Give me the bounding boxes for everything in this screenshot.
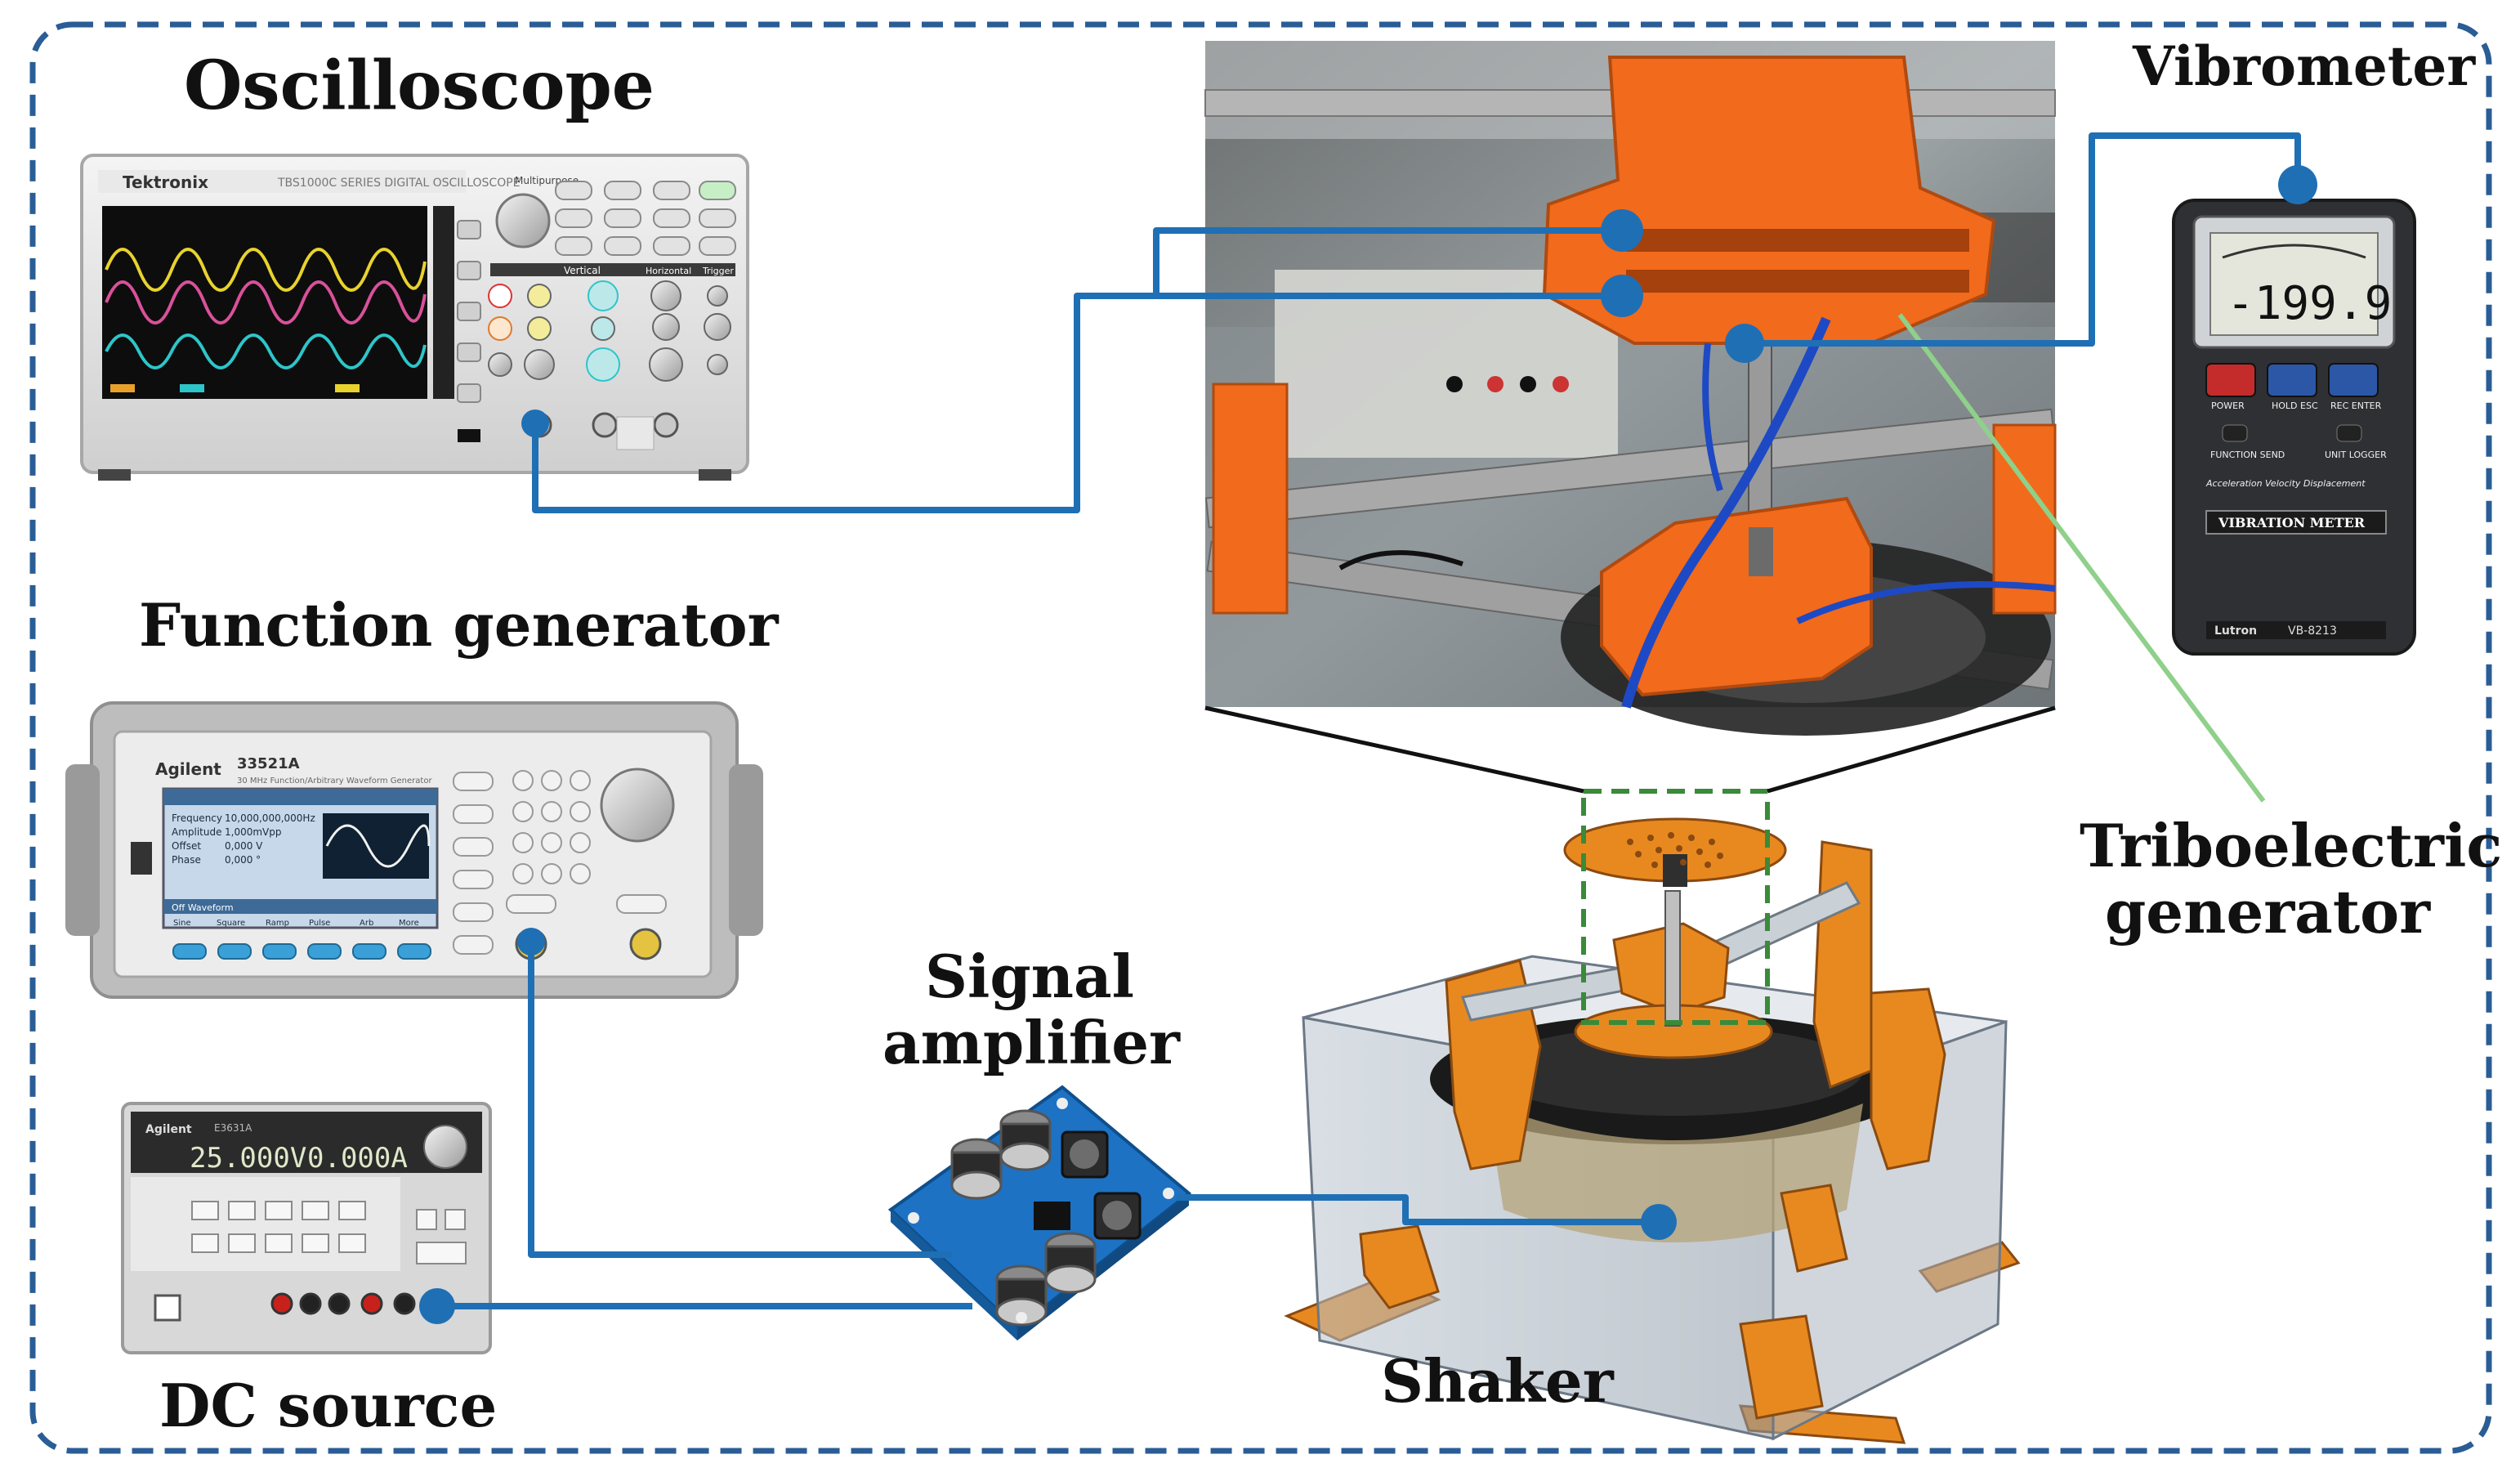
fg-param-0: Frequency [172,812,222,824]
function-generator-device: Agilent 33521A 30 MHz Function/Arbitrary… [65,701,763,999]
fg-value-2: 0,000 V [225,840,263,852]
wire-function-generator [528,942,952,1258]
fg-param-3: Phase [172,854,201,866]
fg-param-1: Amplitude [172,826,222,838]
oscilloscope-label: Oscilloscope [184,47,655,125]
horizontal-section-label: Horizontal [646,266,691,276]
zoom-line-left [1204,705,1584,794]
fg-value-1: 1,000mVpp [225,826,282,838]
shaker-label: Shaker [1381,1346,1614,1416]
dc-source-label: DC source [159,1371,498,1440]
fg-rotary-knob[interactable] [600,768,675,843]
wire-amplifier-shaker [1177,1194,1659,1225]
svg-text:Ramp: Ramp [266,919,289,928]
oscilloscope-button-grid [555,181,736,256]
vibrometer-title: VIBRATION METER [2218,515,2366,530]
vibrometer-brand: Lutron [2214,624,2257,638]
multipurpose-knob[interactable] [495,193,551,248]
zoom-line-right [1767,705,2056,794]
svg-text:Square: Square [217,919,245,928]
oscilloscope-model: TBS1000C SERIES DIGITAL OSCILLOSCOPE [277,177,521,190]
svg-text:More: More [399,919,419,928]
dc-current-readout: 0.000A [307,1142,408,1175]
fg-value-3: 0,000 ° [225,854,261,866]
vibrometer-power-label: POWER [2211,401,2245,411]
signal-wires [437,132,2301,1309]
dc-voltage-readout: 25.000V [190,1142,306,1175]
oscilloscope-screen [102,206,427,399]
fg-param-2: Offset [172,840,201,852]
triboelectric-closeup-photo [1204,41,2057,736]
fg-menu-labels: Sine Square Ramp Pulse Arb More [173,919,419,928]
signal-amplifier-board [887,1085,1192,1340]
triboelectric-pointer [1897,313,2266,803]
zoom-highlight-box [1581,789,1770,1025]
svg-text:Arb: Arb [360,919,373,928]
vibrometer-func2: UNIT LOGGER [2325,450,2387,460]
function-generator-label: Function generator [139,590,779,660]
fg-desc: 30 MHz Function/Arbitrary Waveform Gener… [237,777,432,785]
triboelectric-label-line2: generator [2104,876,2431,947]
dc-buttons [191,1201,467,1264]
waveform-yellow [105,248,427,292]
vibrometer-modes: Acceleration Velocity Displacement [2205,478,2366,489]
oscilloscope-knobs [488,280,731,382]
vibrometer-device: -199.9 POWER HOLD ESC REC ENTER FUNCTION… [2172,199,2416,656]
vibrometer-func1: FUNCTION SEND [2210,450,2285,460]
waveform-cyan [105,333,427,369]
triboelectric-label-line1: Triboelectric [2080,811,2503,880]
svg-text:Pulse: Pulse [309,919,330,928]
fg-footer: Off Waveform [172,902,234,913]
trigger-section-label: Trigger [702,266,734,276]
vibrometer-reading: -199.9 [2227,277,2392,330]
oscilloscope-brand: Tektronix [123,172,208,192]
triboelectric-generator-label: Triboelectric generator [2080,812,2502,947]
outer-frame [29,21,2492,1454]
fg-softkeys [172,943,431,960]
vibrometer-label: Vibrometer [2133,34,2476,98]
vibrometer-model: VB-8213 [2288,624,2337,638]
vibrometer-buttons [2205,363,2379,397]
signal-amplifier-label: Signal amplifier [882,942,1180,1077]
fg-value-0: 10,000,000,000Hz [225,812,315,824]
signal-amplifier-label-line2: amplifier [882,1007,1180,1077]
dc-model: E3631A [214,1122,252,1134]
signal-amplifier-label-line1: Signal [924,942,1135,1011]
plate-perforations [1627,832,1723,868]
oscilloscope-device: Tektronix TBS1000C SERIES DIGITAL OSCILL… [80,154,749,481]
wire-oscilloscope [532,227,1622,513]
fg-brand: Agilent [155,759,221,779]
fg-keypad [453,770,591,955]
shaker-assembly [1284,817,2021,1444]
vibrometer-rec-label: REC ENTER [2330,401,2382,411]
vibrometer-hold-label: HOLD ESC [2272,401,2318,411]
fg-model: 33521A [237,755,300,772]
vertical-section-label: Vertical [564,265,601,276]
dc-brand: Agilent [145,1123,192,1136]
svg-text:Sine: Sine [173,919,191,928]
waveform-magenta [105,280,427,324]
fg-sine-preview [325,824,431,868]
wire-vibrometer [1745,132,2301,347]
wire-endpoints [419,165,2317,1324]
